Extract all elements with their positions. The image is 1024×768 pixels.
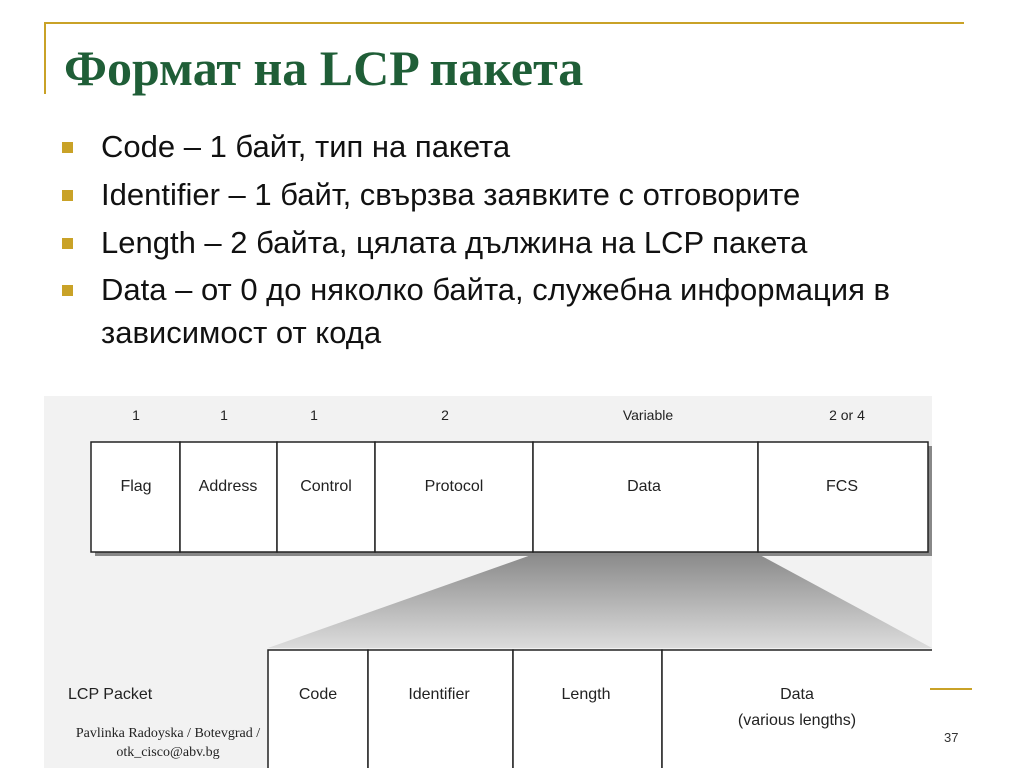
decor-top-line — [44, 22, 964, 24]
bullet-square-icon — [62, 237, 73, 249]
frame-field-protocol — [374, 441, 534, 553]
slide-title: Формат на LCP пакета — [64, 40, 584, 96]
bullet-text: Identifier – 1 байт, свързва заявките с … — [101, 176, 801, 212]
bullet-square-icon — [62, 142, 73, 153]
bullet-item: Length – 2 байта, цялата дължина на LCP … — [58, 222, 978, 265]
frame-field-data — [532, 441, 759, 553]
lcp-packet-label: LCP Packet — [68, 686, 153, 703]
bullet-text: Length – 2 байта, цялата дължина на LCP … — [101, 224, 808, 260]
lcp-label-code: Code — [299, 686, 337, 703]
lcp-label-data-note: (various lengths) — [738, 712, 856, 729]
frame-label-control: Control — [300, 478, 352, 495]
size-label-data: Variable — [623, 407, 674, 423]
lcp-label-data: Data — [780, 686, 814, 703]
packet-diagram-svg: 1 1 1 2 Variable 2 or 4 Flag Address Con… — [68, 407, 932, 768]
size-label-flag: 1 — [132, 407, 140, 423]
bullet-square-icon — [62, 189, 73, 201]
bullet-square-icon — [62, 285, 73, 297]
bullet-item: Code – 1 байт, тип на пакета — [58, 126, 978, 169]
frame-field-address — [179, 441, 278, 553]
packet-format-diagram: 1 1 1 2 Variable 2 or 4 Flag Address Con… — [44, 396, 932, 768]
bullet-item: Data – от 0 до няколко байта, служебна и… — [58, 269, 978, 355]
expansion-funnel — [268, 554, 932, 648]
frame-label-fcs: FCS — [826, 478, 858, 495]
lcp-field-length — [512, 649, 663, 768]
footer-author: Pavlinka Radoyska / Botevgrad / — [75, 726, 261, 741]
lcp-label-identifier: Identifier — [408, 686, 470, 703]
decor-right-line — [930, 688, 972, 690]
size-label-control: 1 — [310, 407, 318, 423]
bullet-text: Code – 1 байт, тип на пакета — [101, 129, 511, 164]
decor-left-line — [44, 22, 46, 94]
lcp-field-identifier — [367, 649, 514, 768]
frame-field-flag — [90, 441, 181, 553]
size-label-address: 1 — [220, 407, 228, 423]
frame-label-flag: Flag — [120, 478, 151, 495]
frame-field-control — [276, 441, 376, 553]
frame-label-protocol: Protocol — [425, 478, 484, 495]
lcp-label-length: Length — [562, 686, 611, 703]
bullet-list: Code – 1 байт, тип на пакета Identifier … — [58, 126, 978, 360]
lcp-field-code — [267, 649, 369, 768]
bullet-item: Identifier – 1 байт, свързва заявките с … — [58, 174, 978, 217]
footer-author-block: Pavlinka Radoyska / Botevgrad / otk_cisc… — [52, 725, 284, 763]
bullet-text: Data – от 0 до няколко байта, служебна и… — [101, 272, 890, 351]
footer-email: otk_cisco@abv.bg — [116, 744, 220, 760]
lcp-field-data — [661, 649, 932, 768]
frame-field-fcs — [757, 441, 929, 553]
frame-label-data: Data — [627, 478, 661, 495]
frame-label-address: Address — [199, 478, 258, 495]
page-number: 37 — [944, 730, 959, 745]
size-label-fcs: 2 or 4 — [829, 407, 865, 423]
size-label-protocol: 2 — [441, 407, 449, 423]
